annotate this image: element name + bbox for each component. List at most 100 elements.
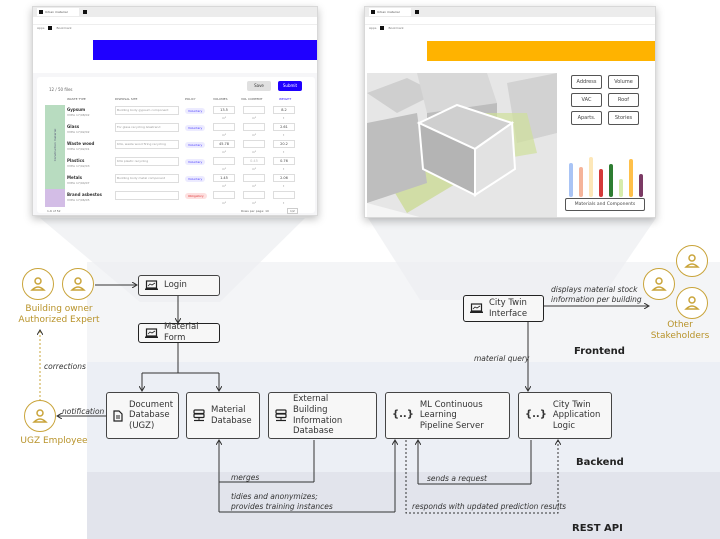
vol-content-input[interactable]: 0.45 xyxy=(243,157,265,165)
disposal-site-input[interactable] xyxy=(115,191,179,200)
bookmarks-bar: Apps Bookmark xyxy=(33,25,317,31)
save-button[interactable]: Save xyxy=(247,81,271,91)
rest-api-layer-label: REST API xyxy=(572,523,623,534)
material-bar-chart xyxy=(565,153,645,197)
col-vol-content[interactable]: VOL CONTENT xyxy=(241,97,263,101)
policy-chip[interactable]: Voluntary xyxy=(185,159,206,165)
disposal-site-input[interactable]: Building body metal component xyxy=(115,174,179,183)
bookmark-item[interactable]: Bookmark xyxy=(56,26,72,30)
vac-button[interactable]: VAC xyxy=(571,93,602,107)
policy-chip[interactable]: Voluntary xyxy=(185,125,206,131)
material-name: Brand asbestos xyxy=(67,192,102,197)
stories-button[interactable]: Stories xyxy=(608,111,639,125)
policy-chip[interactable]: Voluntary xyxy=(185,108,206,114)
policy-chip[interactable]: Voluntary xyxy=(185,176,206,182)
weight-input[interactable]: 0.76 xyxy=(273,157,295,165)
vol-content-input[interactable] xyxy=(243,174,265,182)
document-icon xyxy=(113,409,123,422)
col-weight[interactable]: WEIGHT xyxy=(279,97,292,101)
aparts-button[interactable]: Aparts. xyxy=(571,111,602,125)
material-name: Gypsum xyxy=(67,107,86,112)
vol-content-input[interactable] xyxy=(243,123,265,131)
disposal-site-input[interactable]: Building body gypsum component xyxy=(115,106,179,115)
material-bar[interactable] xyxy=(639,174,643,197)
col-policy[interactable]: POLICY xyxy=(185,97,196,101)
weight-unit: t xyxy=(283,184,285,188)
material-bar[interactable] xyxy=(569,163,573,197)
volume-input[interactable]: 13.5 xyxy=(213,106,235,114)
category-hazardous xyxy=(45,189,65,207)
vol-content-input[interactable] xyxy=(243,140,265,148)
city-3d-map[interactable] xyxy=(367,73,557,218)
weight-input[interactable]: 2.61 xyxy=(273,123,295,131)
weight-input[interactable]: 2.06 xyxy=(273,174,295,182)
roof-button[interactable]: Roof xyxy=(608,93,639,107)
disposal-site-input[interactable]: For glass recycling Glastrend xyxy=(115,123,179,132)
box-label: Material xyxy=(211,404,246,415)
city-twin-screenshot: Urban material Apps Bookmark Address Vol… xyxy=(364,6,656,218)
col-disposal-site[interactable]: DISPOSAL SITE xyxy=(115,97,138,101)
disposal-site-input[interactable]: KVA, waste wood firing recycling xyxy=(115,140,179,149)
volume-input[interactable]: 45.78 xyxy=(213,140,235,148)
material-code: VVEA 17/08/02 xyxy=(67,113,90,117)
material-bar[interactable] xyxy=(609,164,613,197)
material-code: VVEA 17/04/07 xyxy=(67,181,90,185)
vol-content-input[interactable] xyxy=(243,106,265,114)
notification-label: notification xyxy=(62,407,105,416)
materials-components-button[interactable]: Materials and Components xyxy=(565,198,645,211)
vol-content-unit: m³ xyxy=(252,150,257,154)
material-bar[interactable] xyxy=(579,167,583,197)
material-bar[interactable] xyxy=(599,169,603,197)
material-query-label: material query xyxy=(474,354,530,363)
weight-unit: t xyxy=(283,167,285,171)
material-form-box[interactable]: Material Form xyxy=(138,322,220,343)
vol-content-unit: m³ xyxy=(252,133,257,137)
volume-input[interactable] xyxy=(213,157,235,165)
frontend-layer-label: Frontend xyxy=(574,346,625,357)
submit-button[interactable]: Submit xyxy=(278,81,302,91)
material-bar[interactable] xyxy=(619,179,623,197)
weight-unit: t xyxy=(283,201,285,205)
volume-input[interactable]: 1.45 xyxy=(213,174,235,182)
volume-input[interactable] xyxy=(213,123,235,131)
material-bar[interactable] xyxy=(589,157,593,197)
weight-input[interactable] xyxy=(273,191,295,199)
new-tab-icon[interactable] xyxy=(415,10,419,14)
policy-chip[interactable]: Obligatory xyxy=(185,193,207,199)
col-volumes[interactable]: VOLUMES xyxy=(213,97,228,101)
authorized-expert-avatar xyxy=(62,268,94,300)
url-bar[interactable] xyxy=(365,17,655,25)
stakeholder-avatar-3 xyxy=(676,287,708,319)
vol-content-input[interactable] xyxy=(243,191,265,199)
volume-button[interactable]: Volume xyxy=(608,75,639,89)
bookmark-apps[interactable]: Apps xyxy=(37,26,45,30)
material-bar[interactable] xyxy=(629,159,633,197)
material-code: VVEA 17/06/05 xyxy=(67,198,90,202)
policy-chip[interactable]: Voluntary xyxy=(185,142,206,148)
url-bar[interactable] xyxy=(33,17,317,25)
col-waste-type[interactable]: WASTE TYPE xyxy=(67,97,86,101)
rows-per-page-select[interactable]: Rows per page: 10 xyxy=(241,209,269,213)
login-box[interactable]: Login xyxy=(138,275,220,296)
browser-tab[interactable]: Urban material xyxy=(37,8,79,16)
page-indicator[interactable]: 1/2 xyxy=(287,208,298,214)
authorized-expert-label: Authorized Expert xyxy=(18,315,100,325)
disposal-site-input[interactable]: KVA plastic recycling xyxy=(115,157,179,166)
bookmark-apps[interactable]: Apps xyxy=(369,26,377,30)
browser-tab[interactable]: Urban material xyxy=(369,8,411,16)
weight-input[interactable]: 20.2 xyxy=(273,140,295,148)
volume-input[interactable] xyxy=(213,191,235,199)
box-label: Building Information xyxy=(293,404,343,426)
weight-input[interactable]: 8.2 xyxy=(273,106,295,114)
address-button[interactable]: Address xyxy=(571,75,602,89)
new-tab-icon[interactable] xyxy=(83,10,87,14)
bookmark-item[interactable]: Bookmark xyxy=(388,26,404,30)
